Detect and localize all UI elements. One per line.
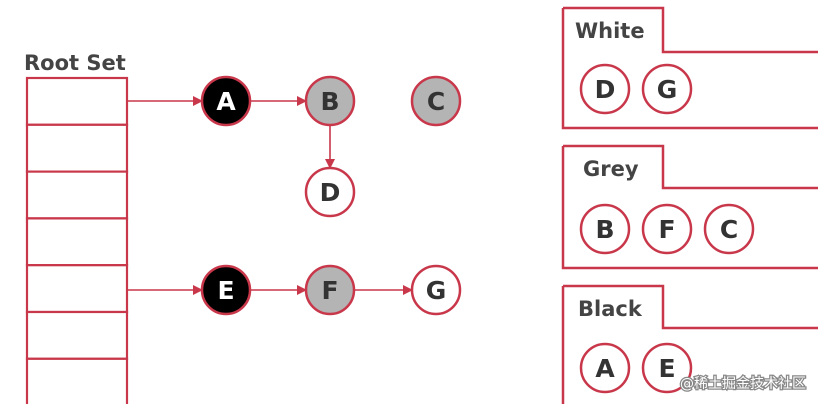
black-set-label: Black (578, 297, 643, 321)
root-slot-0 (25, 76, 129, 126)
root-slot-4 (25, 264, 129, 314)
grey-member-b-circle (579, 203, 631, 255)
root-slot-1 (25, 123, 129, 173)
reference-edges (127, 96, 413, 295)
white-member-d: D (579, 63, 631, 115)
node-d-label: D (320, 178, 341, 207)
node-f-label: F (321, 276, 338, 305)
node-b: B (304, 75, 356, 127)
root-slot-5 (25, 310, 129, 360)
grey-member-f-label: F (658, 215, 675, 244)
root-set-stack (25, 76, 129, 404)
root-slot-3 (25, 217, 129, 267)
grey-member-b: B (579, 203, 631, 255)
grey-member-c: C (703, 203, 755, 255)
grey-set-label: Grey (583, 157, 639, 181)
black-member-a: A (579, 342, 631, 394)
node-g-circle (410, 264, 462, 316)
node-c: C (410, 75, 462, 127)
node-a-label: A (216, 87, 236, 116)
white-set-label: White (575, 19, 645, 43)
grey-member-f-circle (641, 203, 693, 255)
watermark-text: @稀土掘金技术社区 (680, 376, 806, 392)
node-d: D (304, 166, 356, 218)
node-a: A (200, 75, 252, 127)
black-member-a-circle (579, 342, 631, 394)
node-e: E (200, 264, 252, 316)
node-e-label: E (217, 276, 234, 305)
white-member-d-circle (579, 63, 631, 115)
node-b-label: B (320, 87, 339, 116)
grey-member-c-circle (703, 203, 755, 255)
black-member-e-label: E (658, 354, 675, 383)
white-member-g-label: G (657, 75, 678, 104)
node-f: F (304, 264, 356, 316)
node-g-label: G (426, 276, 447, 305)
white-member-g-circle (641, 63, 693, 115)
node-e-circle (200, 264, 252, 316)
black-member-e: E (641, 342, 693, 394)
black-member-e-circle (641, 342, 693, 394)
node-f-circle (304, 264, 356, 316)
node-b-circle (304, 75, 356, 127)
grey-member-f: F (641, 203, 693, 255)
node-g: G (410, 264, 462, 316)
node-a-circle (200, 75, 252, 127)
root-slot-6 (25, 357, 129, 404)
white-member-g: G (641, 63, 693, 115)
root-set-label: Root Set (24, 51, 126, 75)
grey-set-panel: Grey B F C (561, 144, 818, 270)
white-member-d-label: D (595, 75, 616, 104)
black-member-a-label: A (595, 354, 615, 383)
node-c-circle (410, 75, 462, 127)
grey-member-c-label: C (720, 215, 738, 244)
root-slot-2 (25, 170, 129, 220)
node-d-circle (304, 166, 356, 218)
node-c-label: C (427, 87, 445, 116)
grey-member-b-label: B (595, 215, 614, 244)
object-graph: A B C D E F G (200, 75, 462, 316)
